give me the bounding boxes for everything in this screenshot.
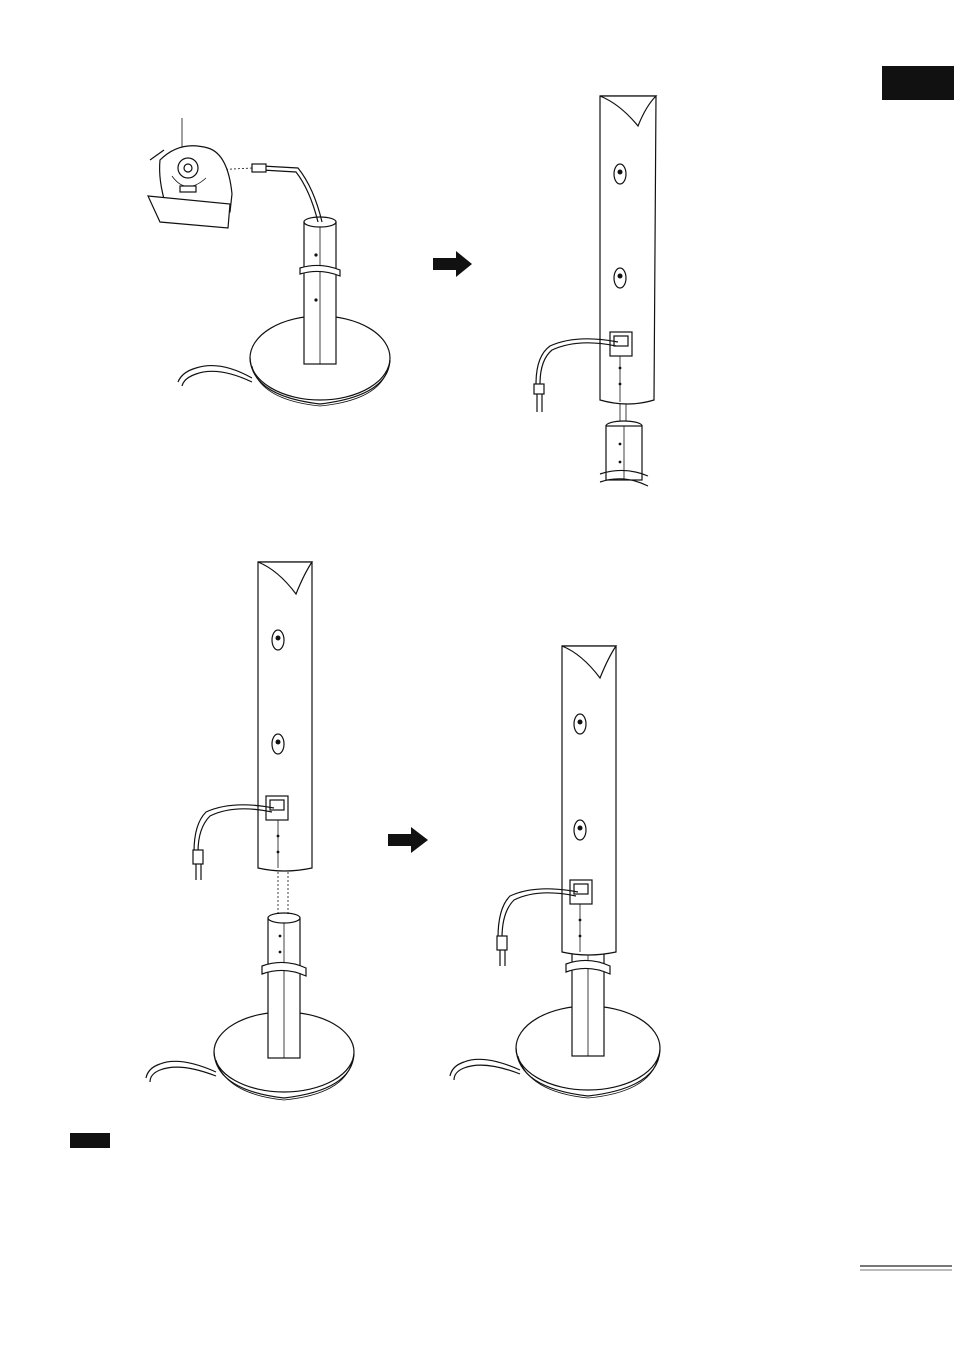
figure-4-assembled-speaker: [450, 646, 660, 1098]
figure-1-stand-with-clamp: [148, 118, 390, 406]
arrow-right-icon: [433, 251, 472, 277]
continued-rule-shadow: [860, 1269, 952, 1271]
figure-2-speaker-body: [534, 96, 656, 486]
note-label-marker: [70, 1133, 110, 1148]
continued-rule: [860, 1265, 952, 1267]
figure-3-speaker-lowering: [146, 562, 354, 1100]
arrow-right-icon: [388, 827, 428, 853]
